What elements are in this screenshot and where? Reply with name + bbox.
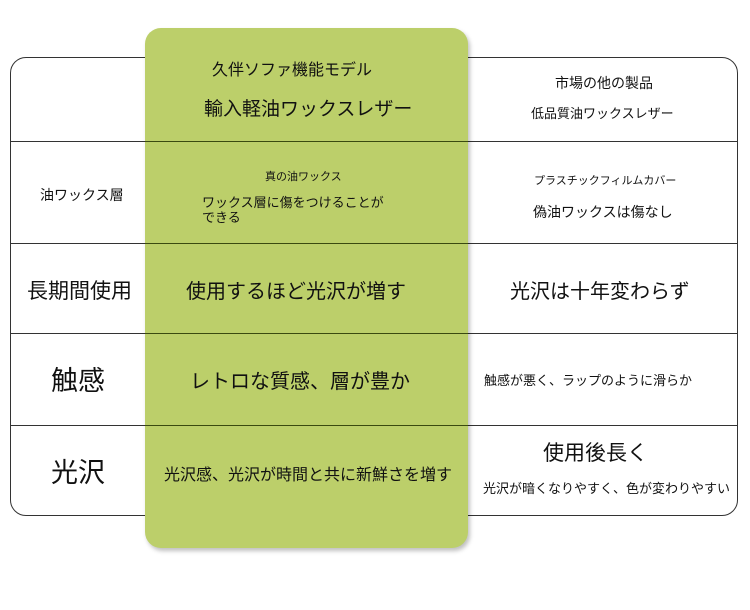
row-divider: [145, 141, 468, 142]
other-material: 低品質油ワックスレザー: [531, 107, 674, 122]
row-label: 油ワックス層: [40, 188, 124, 204]
other-header: 市場の他の製品: [555, 76, 653, 92]
other-title: 使用後長く: [543, 441, 648, 465]
row-label: 光沢: [51, 458, 105, 489]
highlight-column: [145, 28, 468, 548]
ours-desc: できる: [202, 211, 241, 226]
row-divider: [145, 243, 468, 244]
ours-desc: 使用するほど光沢が増す: [186, 279, 406, 303]
other-desc: 偽油ワックスは傷なし: [533, 205, 673, 221]
other-desc: 光沢は十年変わらず: [510, 279, 690, 303]
row-divider: [145, 333, 468, 334]
row-label: 長期間使用: [27, 279, 132, 303]
other-title: プラスチックフィルムカバー: [534, 174, 677, 187]
ours-desc: 光沢感、光沢が時間と共に新鮮さを増す: [164, 465, 453, 484]
other-desc: 光沢が暗くなりやすく、色が変わりやすい: [483, 482, 731, 497]
product-material: 輸入軽油ワックスレザー: [204, 98, 413, 120]
row-divider: [145, 425, 468, 426]
ours-desc: レトロな質感、層が豊か: [190, 369, 410, 393]
ours-title: 真の油ワックス: [265, 170, 342, 183]
row-label: 触感: [51, 366, 105, 397]
other-desc: 触感が悪く、ラップのように滑らか: [484, 374, 693, 389]
ours-desc: ワックス層に傷をつけることが: [202, 196, 384, 211]
product-name: 久伴ソファ機能モデル: [212, 60, 373, 79]
